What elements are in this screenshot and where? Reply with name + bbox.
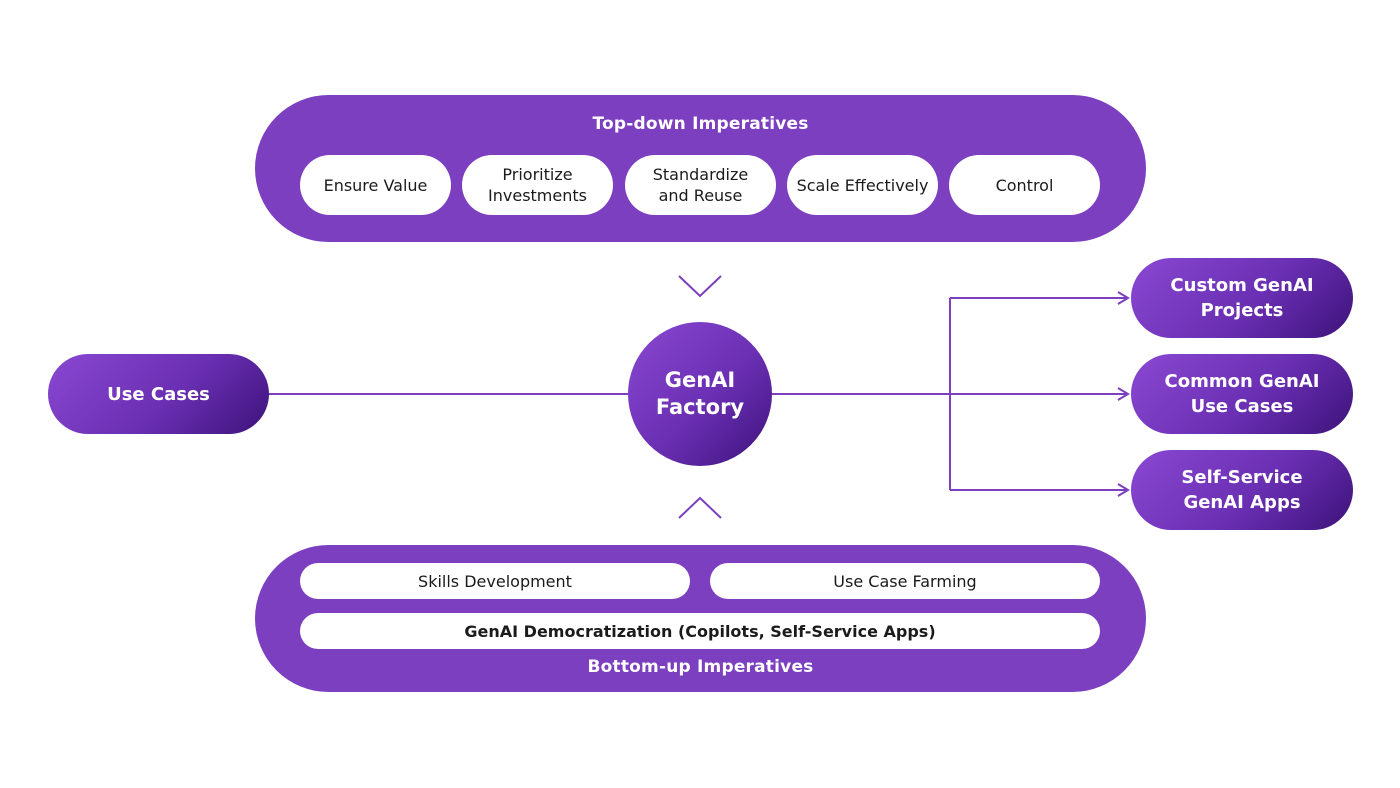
bottom-item-use-case-farming: Use Case Farming: [710, 563, 1100, 599]
top-item-standardize-reuse: Standardize and Reuse: [625, 155, 776, 215]
use-cases-node: Use Cases: [48, 354, 269, 434]
bottom-up-title: Bottom-up Imperatives: [587, 657, 814, 677]
output-self-service-genai-apps: Self-Service GenAI Apps: [1131, 450, 1353, 530]
chevron-up-icon: [678, 496, 722, 519]
chevron-down-icon: [678, 275, 722, 298]
bottom-item-genai-democratization: GenAI Democratization (Copilots, Self-Se…: [300, 613, 1100, 649]
arrowhead-bottom: [1117, 483, 1130, 497]
output-common-genai-use-cases: Common GenAI Use Cases: [1131, 354, 1353, 434]
arrowhead-middle: [1117, 387, 1130, 401]
output-custom-genai-projects: Custom GenAI Projects: [1131, 258, 1353, 338]
top-item-ensure-value: Ensure Value: [300, 155, 451, 215]
bottom-item-skills-development: Skills Development: [300, 563, 690, 599]
top-down-title: Top-down Imperatives: [592, 114, 809, 134]
genai-factory-hub: GenAI Factory: [628, 322, 772, 466]
arrowhead-top: [1117, 291, 1130, 305]
top-item-scale-effectively: Scale Effectively: [787, 155, 938, 215]
top-item-control: Control: [949, 155, 1100, 215]
top-item-prioritize-investments: Prioritize Investments: [462, 155, 613, 215]
